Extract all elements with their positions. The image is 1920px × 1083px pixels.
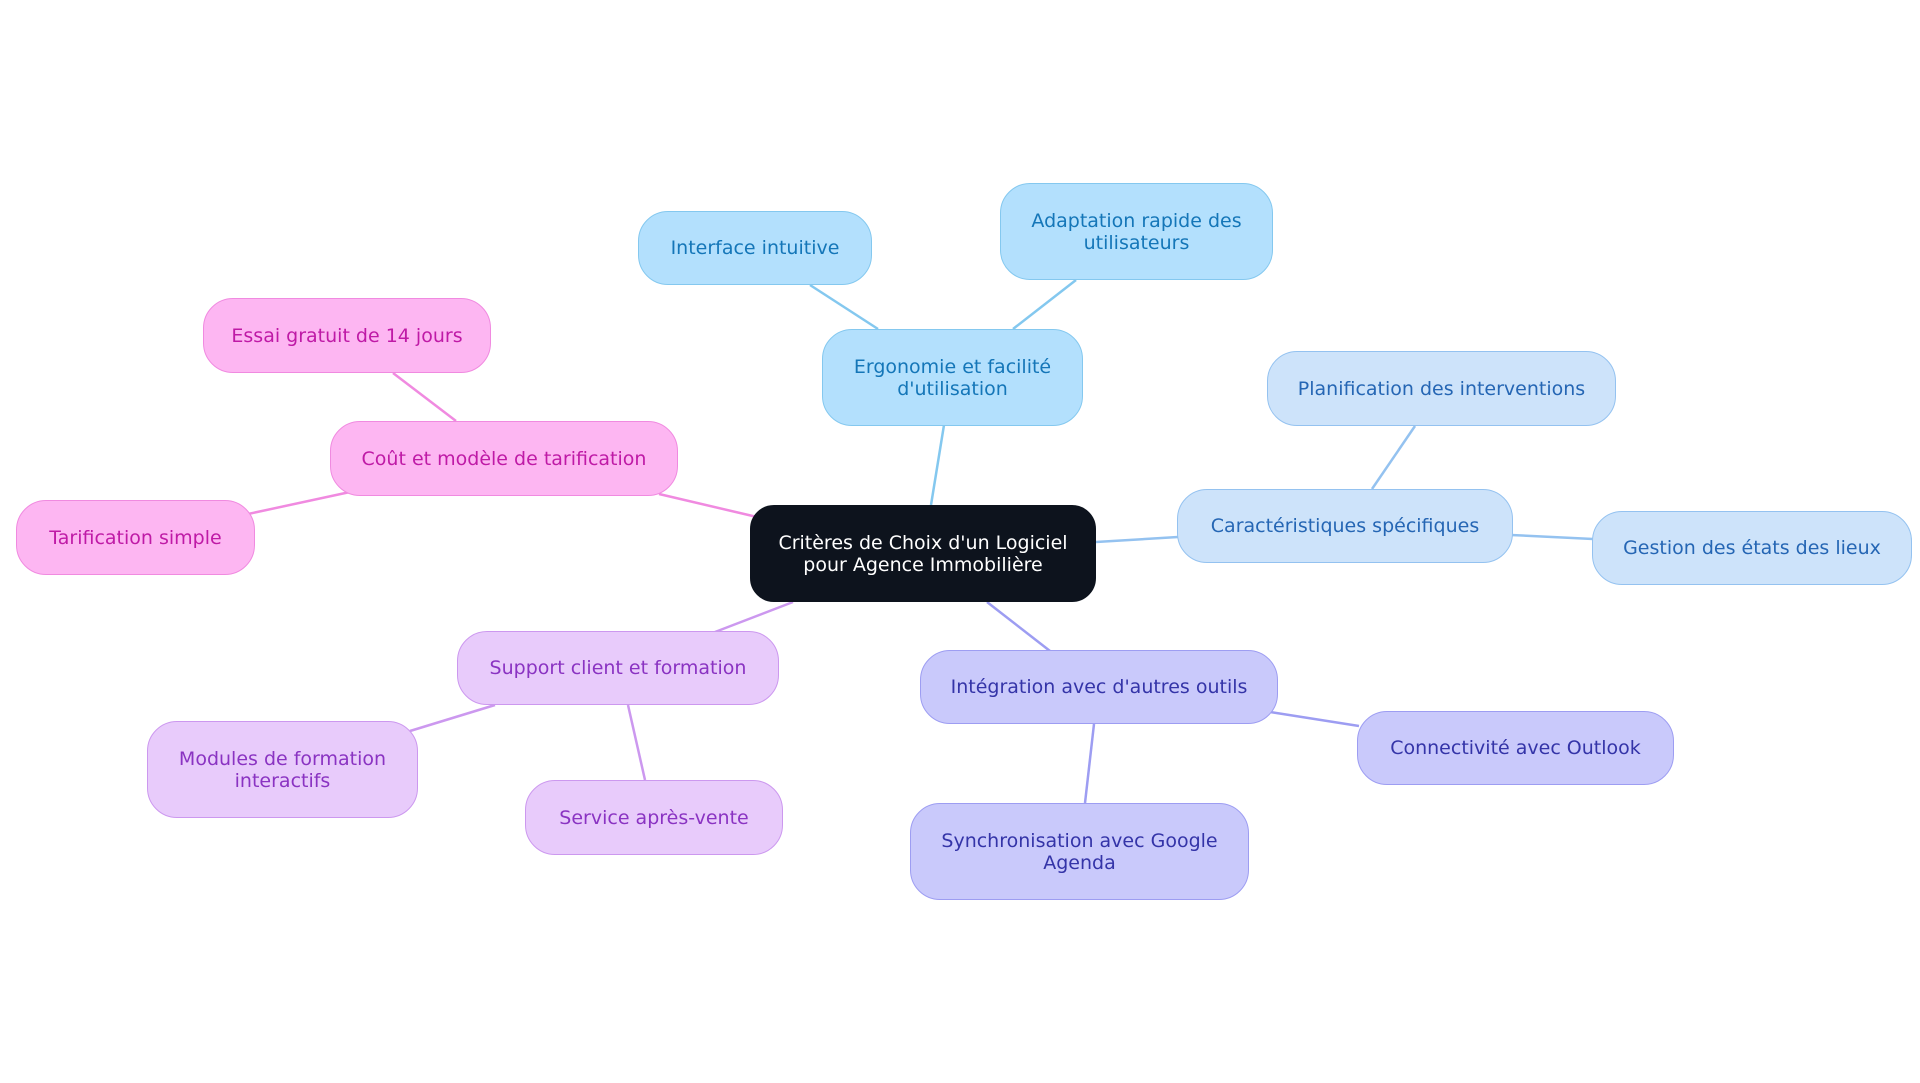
root-node[interactable]: Critères de Choix d'un Logiciel pour Age…: [750, 505, 1096, 602]
edge-ergonomie-adaptation: [1012, 279, 1077, 330]
edge-integ-outlook: [1269, 710, 1360, 728]
edge-carac-gestion: [1510, 533, 1594, 541]
node-essai-gratuit[interactable]: Essai gratuit de 14 jours: [203, 298, 491, 373]
node-integration[interactable]: Intégration avec d'autres outils: [920, 650, 1278, 724]
node-connectivite-outlook[interactable]: Connectivité avec Outlook: [1357, 711, 1674, 785]
edge-root-support: [714, 600, 794, 634]
node-gestion-etats[interactable]: Gestion des états des lieux: [1592, 511, 1912, 585]
edge-root-integration: [986, 601, 1051, 652]
edge-cout-tarification: [247, 490, 351, 516]
node-cout[interactable]: Coût et modèle de tarification: [330, 421, 678, 496]
node-service-apres-vente[interactable]: Service après-vente: [525, 780, 783, 855]
edge-carac-planification: [1370, 425, 1417, 490]
node-interface-intuitive[interactable]: Interface intuitive: [638, 211, 872, 285]
edge-root-cout: [658, 492, 758, 519]
edge-integ-google: [1083, 723, 1096, 804]
node-tarification-simple[interactable]: Tarification simple: [16, 500, 255, 575]
node-adaptation-rapide[interactable]: Adaptation rapide des utilisateurs: [1000, 183, 1273, 280]
edge-root-caracteristiques: [1095, 535, 1179, 544]
node-ergonomie[interactable]: Ergonomie et facilité d'utilisation: [822, 329, 1083, 426]
edge-ergonomie-interface: [809, 283, 879, 331]
edge-root-ergonomie: [929, 424, 946, 506]
node-synchronisation-google[interactable]: Synchronisation avec Google Agenda: [910, 803, 1249, 900]
node-support[interactable]: Support client et formation: [457, 631, 779, 705]
edge-cout-essai: [392, 372, 457, 422]
edge-supp-service: [626, 704, 647, 781]
edge-supp-modules: [409, 703, 496, 733]
node-caracteristiques[interactable]: Caractéristiques spécifiques: [1177, 489, 1513, 563]
node-planification[interactable]: Planification des interventions: [1267, 351, 1616, 426]
node-modules-formation[interactable]: Modules de formation interactifs: [147, 721, 418, 818]
